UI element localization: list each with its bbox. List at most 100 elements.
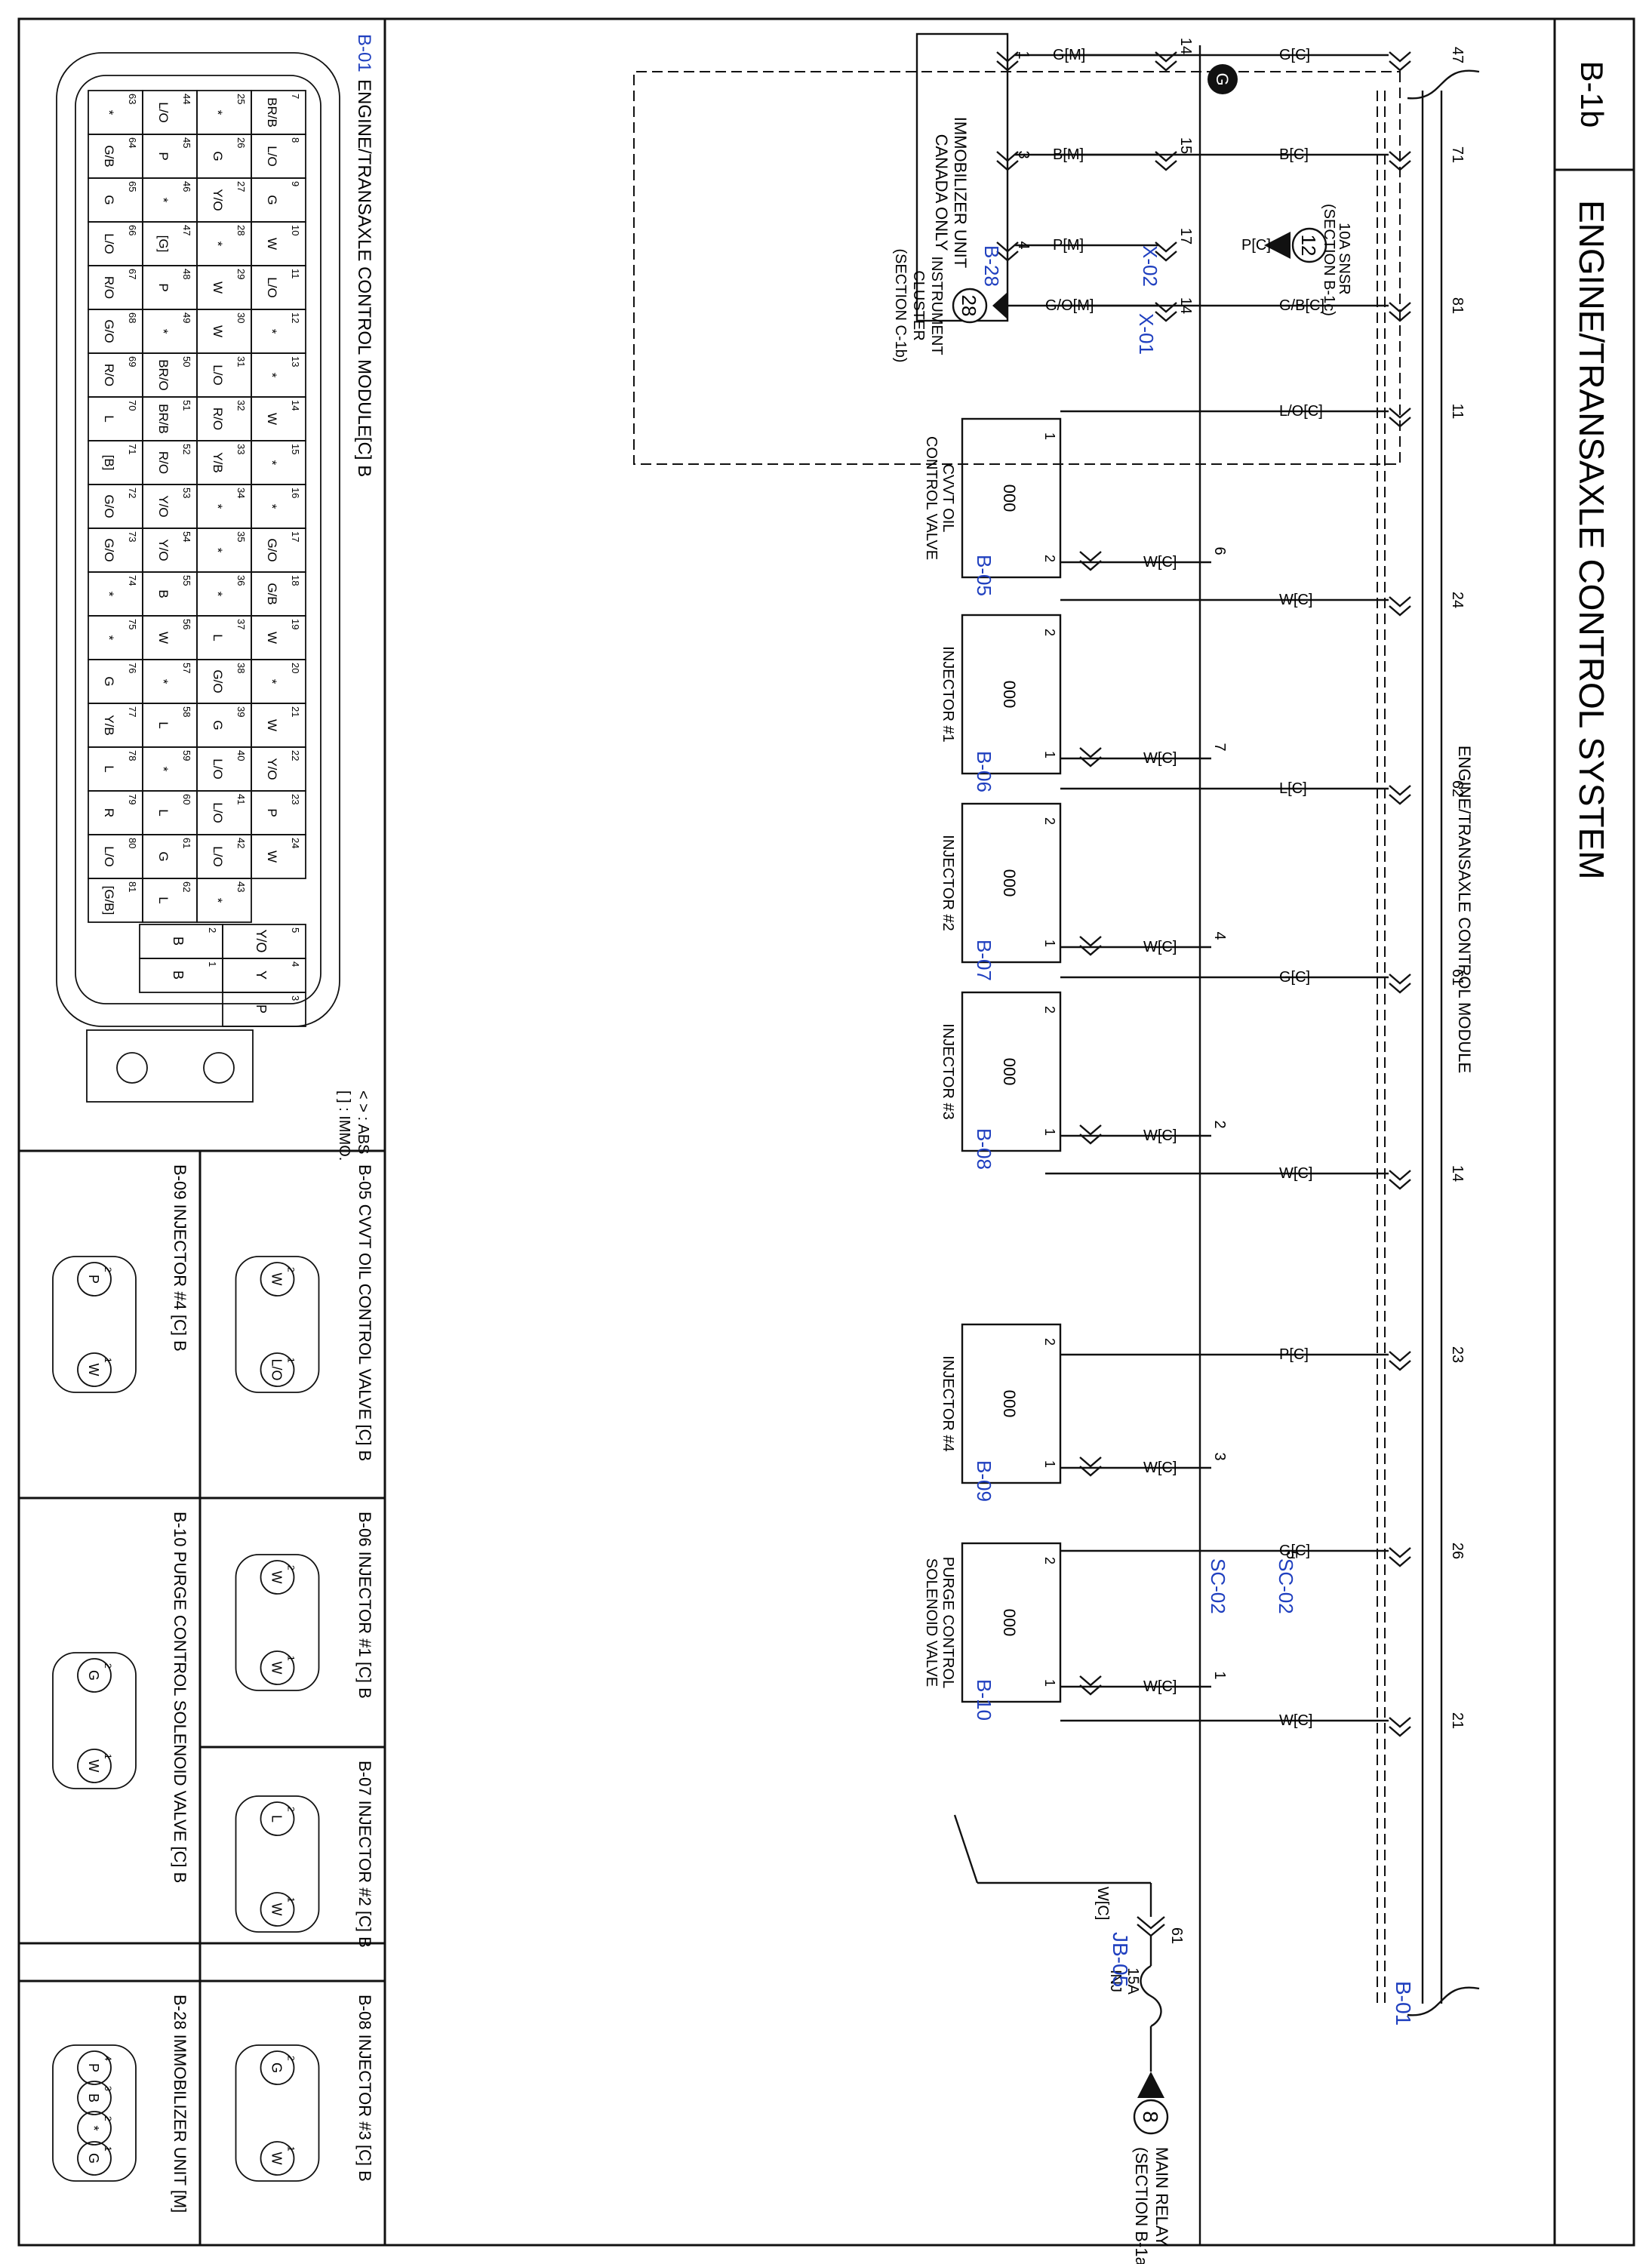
terminal-26: 26G[C] xyxy=(1060,1543,1466,1567)
svg-text:W: W xyxy=(211,325,225,337)
svg-text:L: L xyxy=(102,415,116,422)
svg-text:61: 61 xyxy=(1168,1927,1185,1944)
svg-text:L: L xyxy=(156,897,171,903)
svg-text:[G]: [G] xyxy=(156,235,171,253)
svg-text:B-28 IMMOBILIZER UNIT [M]: B-28 IMMOBILIZER UNIT [M] xyxy=(171,1995,189,2213)
svg-text:BR/B: BR/B xyxy=(265,97,279,128)
svg-text:R/O: R/O xyxy=(156,451,171,474)
ecm-cavity: 42L/O xyxy=(196,834,252,879)
legend-immo: [ ] : IMMO. xyxy=(336,1090,352,1161)
svg-text:B-08 INJECTOR #3 [C] B: B-08 INJECTOR #3 [C] B xyxy=(355,1995,374,2182)
ecm-power-cavity: 1B xyxy=(139,958,223,993)
svg-text:B-05 CVVT OIL CONTROL VALVE [C: B-05 CVVT OIL CONTROL VALVE [C] B xyxy=(355,1164,374,1461)
svg-text:48: 48 xyxy=(181,269,192,279)
svg-text:2: 2 xyxy=(1042,817,1057,825)
svg-text:W[C]: W[C] xyxy=(1094,1887,1111,1920)
terminal-wire-color: G/B[C] xyxy=(1279,297,1324,314)
svg-text:G: G xyxy=(211,720,225,730)
svg-text:2: 2 xyxy=(103,1663,113,1669)
ecm-cavity: 39G xyxy=(196,703,252,748)
terminal-pin: 21 xyxy=(1449,1712,1466,1729)
terminal-wire-color: G[C] xyxy=(1279,969,1310,986)
svg-text:*: * xyxy=(211,504,225,509)
svg-text:W: W xyxy=(265,632,279,644)
svg-text:57: 57 xyxy=(181,663,192,673)
ecm-cavity: 45P xyxy=(142,134,198,179)
svg-text:77: 77 xyxy=(127,706,138,717)
terminal-pin: 14 xyxy=(1449,1165,1466,1182)
svg-text:P[M]: P[M] xyxy=(1053,237,1084,254)
svg-text:52: 52 xyxy=(181,444,192,454)
ground-marker: G xyxy=(1198,45,1238,2245)
svg-text:P: P xyxy=(156,152,171,160)
svg-text:B[M]: B[M] xyxy=(1053,146,1084,163)
ecm-cavity: 40L/O xyxy=(196,746,252,792)
svg-text:44: 44 xyxy=(181,94,192,104)
svg-text:79: 79 xyxy=(127,794,138,804)
svg-text:37: 37 xyxy=(235,619,247,629)
svg-text:3: 3 xyxy=(1211,1452,1228,1460)
svg-text:42: 42 xyxy=(235,838,247,848)
svg-text:G/O: G/O xyxy=(102,319,116,343)
svg-text:B-06 INJECTOR #1 [C] B: B-06 INJECTOR #1 [C] B xyxy=(355,1512,374,1699)
svg-text:R/O: R/O xyxy=(102,276,116,299)
svg-text:9: 9 xyxy=(290,181,301,186)
ecm-power-cavity: 4Y xyxy=(222,958,306,993)
svg-text:000: 000 xyxy=(1000,1609,1019,1637)
terminal-wire-color: L[C] xyxy=(1279,780,1307,797)
svg-text:L: L xyxy=(211,634,225,641)
svg-text:P: P xyxy=(86,2063,101,2072)
ecm-cavity: 60L xyxy=(142,790,198,835)
ecm-cavity: 22Y/O xyxy=(251,746,306,792)
svg-text:*: * xyxy=(265,329,279,334)
svg-text:1: 1 xyxy=(1042,432,1057,440)
immobilizer-dashed-box xyxy=(633,71,1401,465)
svg-text:*: * xyxy=(156,679,171,684)
svg-text:81: 81 xyxy=(127,881,138,892)
svg-text:14: 14 xyxy=(290,400,301,411)
ecm-cavity: 33Y/B xyxy=(196,440,252,485)
ecm-cavity: 37L xyxy=(196,615,252,660)
svg-text:Y/B: Y/B xyxy=(211,452,225,472)
svg-text:16: 16 xyxy=(290,488,301,498)
svg-text:INSTRUMENT: INSTRUMENT xyxy=(928,256,945,355)
svg-text:38: 38 xyxy=(235,663,247,673)
svg-text:R: R xyxy=(102,808,116,817)
svg-text:36: 36 xyxy=(235,575,247,586)
svg-text:G: G xyxy=(211,151,225,161)
svg-text:33: 33 xyxy=(235,444,247,454)
terminal-71: 71B[C] xyxy=(1060,146,1466,171)
ecm-cavity: 9G xyxy=(251,177,306,223)
svg-text:B-05: B-05 xyxy=(973,555,995,596)
svg-text:L/O: L/O xyxy=(211,758,225,779)
svg-text:15A: 15A xyxy=(1124,1967,1141,1995)
ecm-cavity: 57 * xyxy=(142,659,198,704)
svg-text:1: 1 xyxy=(1042,1679,1057,1687)
svg-text:*: * xyxy=(211,898,225,903)
terminal-14: 14W[C] xyxy=(1045,1165,1466,1190)
svg-text:G: G xyxy=(102,676,116,686)
ecm-cavity: 61G xyxy=(142,834,198,879)
svg-text:W: W xyxy=(265,413,279,425)
ecm-cavity: 26G xyxy=(196,134,252,179)
svg-text:B-07 INJECTOR #2 [C] B: B-07 INJECTOR #2 [C] B xyxy=(355,1761,374,1948)
svg-text:60: 60 xyxy=(181,794,192,804)
terminal-62: 62L[C] xyxy=(1060,780,1466,805)
svg-text:22: 22 xyxy=(290,750,301,761)
svg-text:10A SNSR: 10A SNSR xyxy=(1336,223,1352,295)
svg-text:G/O: G/O xyxy=(102,494,116,518)
svg-text:69: 69 xyxy=(127,356,138,367)
svg-text:15: 15 xyxy=(1177,137,1194,154)
svg-text:1: 1 xyxy=(103,1754,113,1759)
svg-text:G: G xyxy=(102,195,116,205)
ecm-cavity: 38G/O xyxy=(196,659,252,704)
svg-text:41: 41 xyxy=(235,794,247,804)
svg-text:56: 56 xyxy=(181,619,192,629)
ecm-cavity: 32R/O xyxy=(196,396,252,441)
ecm-cavity: 58L xyxy=(142,703,198,748)
svg-text:1: 1 xyxy=(1042,1460,1057,1468)
